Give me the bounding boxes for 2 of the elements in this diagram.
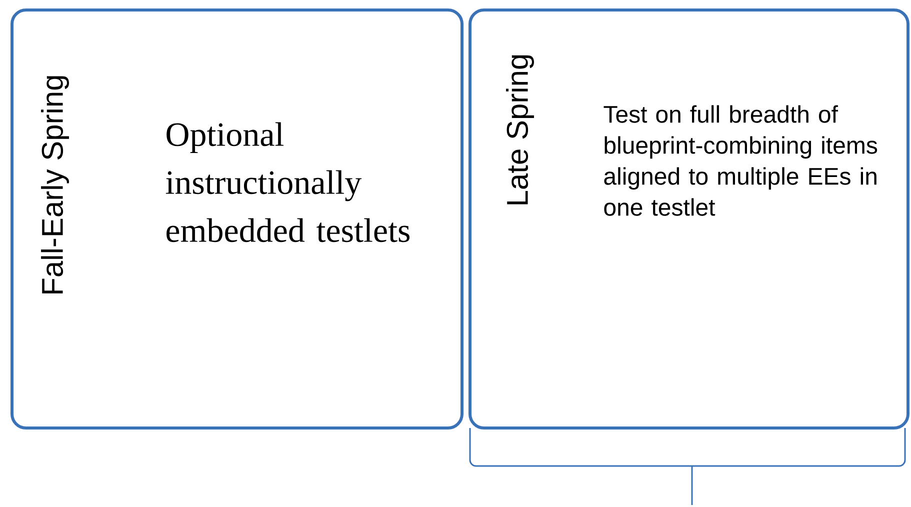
stage-box: Fall-Early Spring Optional instructionally embedded testlets bbox=[10, 8, 464, 430]
stage-box: Late Spring Test on full breadth of blueprint-combining items aligned to multiple EEs in one testlet bbox=[468, 8, 910, 430]
